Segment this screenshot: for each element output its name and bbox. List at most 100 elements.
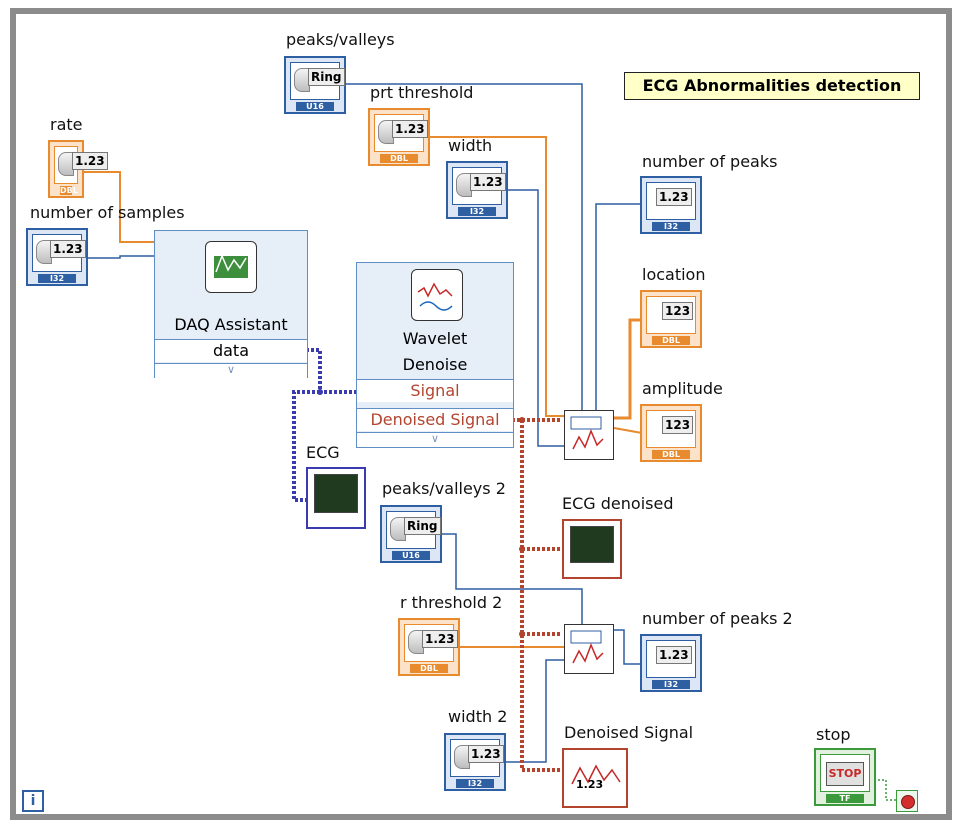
number-of-peaks-2-value: 1.23 [656, 646, 692, 664]
number-of-samples-type: I32 [38, 274, 76, 283]
stop-circle-icon [901, 795, 915, 809]
rate-control[interactable]: 1.23 DBL [48, 140, 108, 198]
stop-button-value[interactable]: STOP [826, 762, 864, 786]
location-indicator: 123 DBL [640, 290, 702, 348]
width-label: width [448, 136, 493, 155]
peaks-valleys-2-control[interactable]: Ring U16 [380, 505, 442, 563]
width-2-value: 1.23 [468, 745, 504, 763]
rate-label: rate [50, 115, 83, 134]
r-threshold-2-label: r threshold 2 [400, 593, 503, 612]
daq-assistant-block[interactable]: DAQ Assistant data ∨ [154, 230, 308, 378]
peaks-valleys-control[interactable]: Ring U16 [284, 56, 346, 114]
prt-threshold-label: prt threshold [370, 83, 474, 102]
number-of-peaks-2-label: number of peaks 2 [642, 609, 793, 628]
r-threshold-2-control[interactable]: 1.23 DBL [398, 618, 460, 676]
r-threshold-2-type: DBL [410, 664, 448, 673]
wire-daq-data[interactable] [306, 348, 356, 394]
number-of-samples-control[interactable]: 1.23 I32 [26, 228, 88, 286]
wire-number-of-samples[interactable] [88, 255, 154, 259]
peak-detector-icon [570, 416, 604, 450]
loop-condition-terminal[interactable] [896, 790, 918, 812]
peaks-valleys-value: Ring [308, 68, 345, 86]
prt-threshold-value: 1.23 [392, 120, 428, 138]
amplitude-indicator: 123 DBL [640, 404, 702, 462]
number-of-peaks-indicator: 1.23 I32 [640, 176, 702, 234]
denoised-signal-graph: 1.23 [562, 748, 628, 808]
wire-ecg[interactable] [292, 390, 320, 502]
width-control[interactable]: 1.23 I32 [446, 161, 508, 219]
while-loop-frame[interactable] [10, 8, 952, 820]
rate-type: DBL [60, 186, 78, 195]
prt-threshold-control[interactable]: 1.23 DBL [368, 108, 430, 166]
peaks-valleys-type: U16 [296, 102, 334, 111]
wire-amplitude[interactable] [613, 427, 643, 434]
wire-junction [519, 631, 525, 637]
number-of-samples-value: 1.23 [50, 240, 86, 258]
peaks-valleys-2-label: peaks/valleys 2 [382, 479, 506, 498]
wavelet-denoise-block[interactable]: Wavelet Denoise Signal Denoised Signal ∨ [356, 262, 514, 448]
wavelet-icon [411, 269, 463, 321]
peaks-valleys-2-value: Ring [404, 517, 441, 535]
number-of-peaks-value: 1.23 [656, 188, 692, 206]
peak-detector-1[interactable] [564, 410, 614, 460]
wire-junction [317, 389, 323, 395]
location-label: location [642, 265, 706, 284]
daq-output-data[interactable]: data [155, 339, 307, 362]
ecg-denoised-graph [562, 519, 622, 579]
wire-denoised-trunk[interactable] [520, 420, 562, 772]
ecg-label: ECG [306, 443, 340, 462]
prt-threshold-type: DBL [380, 154, 418, 163]
width-2-label: width 2 [448, 707, 508, 726]
stop-type: TF [826, 794, 864, 803]
wavelet-output-denoised[interactable]: Denoised Signal [357, 408, 513, 431]
wire-junction [519, 546, 525, 552]
rate-value: 1.23 [72, 152, 108, 170]
number-of-peaks-label: number of peaks [642, 152, 778, 171]
daq-assistant-name: DAQ Assistant [174, 315, 288, 334]
r-threshold-2-value: 1.23 [422, 630, 458, 648]
width-type: I32 [458, 207, 496, 216]
stop-label: stop [816, 725, 851, 744]
amplitude-type: DBL [652, 450, 690, 459]
wavelet-expand-icon[interactable]: ∨ [357, 432, 513, 447]
wire-rate[interactable] [84, 171, 154, 243]
number-of-peaks-2-indicator: 1.23 I32 [640, 634, 702, 692]
loop-iteration-icon: i [22, 790, 44, 812]
wire-junction [519, 417, 525, 423]
ecg-denoised-label: ECG denoised [562, 494, 674, 513]
wire-width[interactable] [478, 189, 564, 447]
wavelet-input-signal[interactable]: Signal [357, 379, 513, 402]
waveform-graph-icon [570, 526, 614, 563]
peaks-valleys-label: peaks/valleys [286, 30, 395, 49]
wire-width-2[interactable] [506, 659, 564, 763]
chart-graph-icon [571, 764, 621, 785]
peak-detector-2[interactable] [564, 624, 614, 674]
wire-peaks-valleys-2[interactable] [442, 533, 583, 624]
wire-peaks-valleys[interactable] [345, 83, 583, 410]
width-2-type: I32 [456, 779, 494, 788]
daq-icon [205, 241, 257, 293]
wavelet-name-line1: Wavelet [402, 329, 468, 348]
wavelet-name-line2: Denoise [402, 355, 468, 374]
daq-expand-icon[interactable]: ∨ [155, 363, 307, 378]
number-of-peaks-type: I32 [652, 222, 690, 231]
width-2-control[interactable]: 1.23 I32 [444, 733, 506, 791]
amplitude-label: amplitude [642, 379, 723, 398]
width-value: 1.23 [470, 173, 506, 191]
wire-prt-threshold[interactable] [400, 136, 564, 417]
stop-control[interactable]: STOP TF [814, 748, 876, 806]
denoised-signal-graph-label: Denoised Signal [564, 723, 694, 742]
diagram-title: ECG Abnormalities detection [624, 72, 920, 100]
wire-stop[interactable] [878, 779, 898, 801]
wire-number-of-peaks[interactable] [595, 203, 642, 410]
peak-detector-icon [570, 630, 604, 664]
wire-number-of-peaks-2[interactable] [614, 629, 642, 665]
number-of-samples-label: number of samples [30, 203, 185, 222]
peaks-valleys-2-type: U16 [392, 551, 430, 560]
location-value: 123 [662, 302, 694, 320]
ecg-graph [306, 467, 366, 529]
denoised-signal-graph-value: 1.23 [576, 778, 604, 791]
wire-location[interactable] [614, 318, 642, 420]
